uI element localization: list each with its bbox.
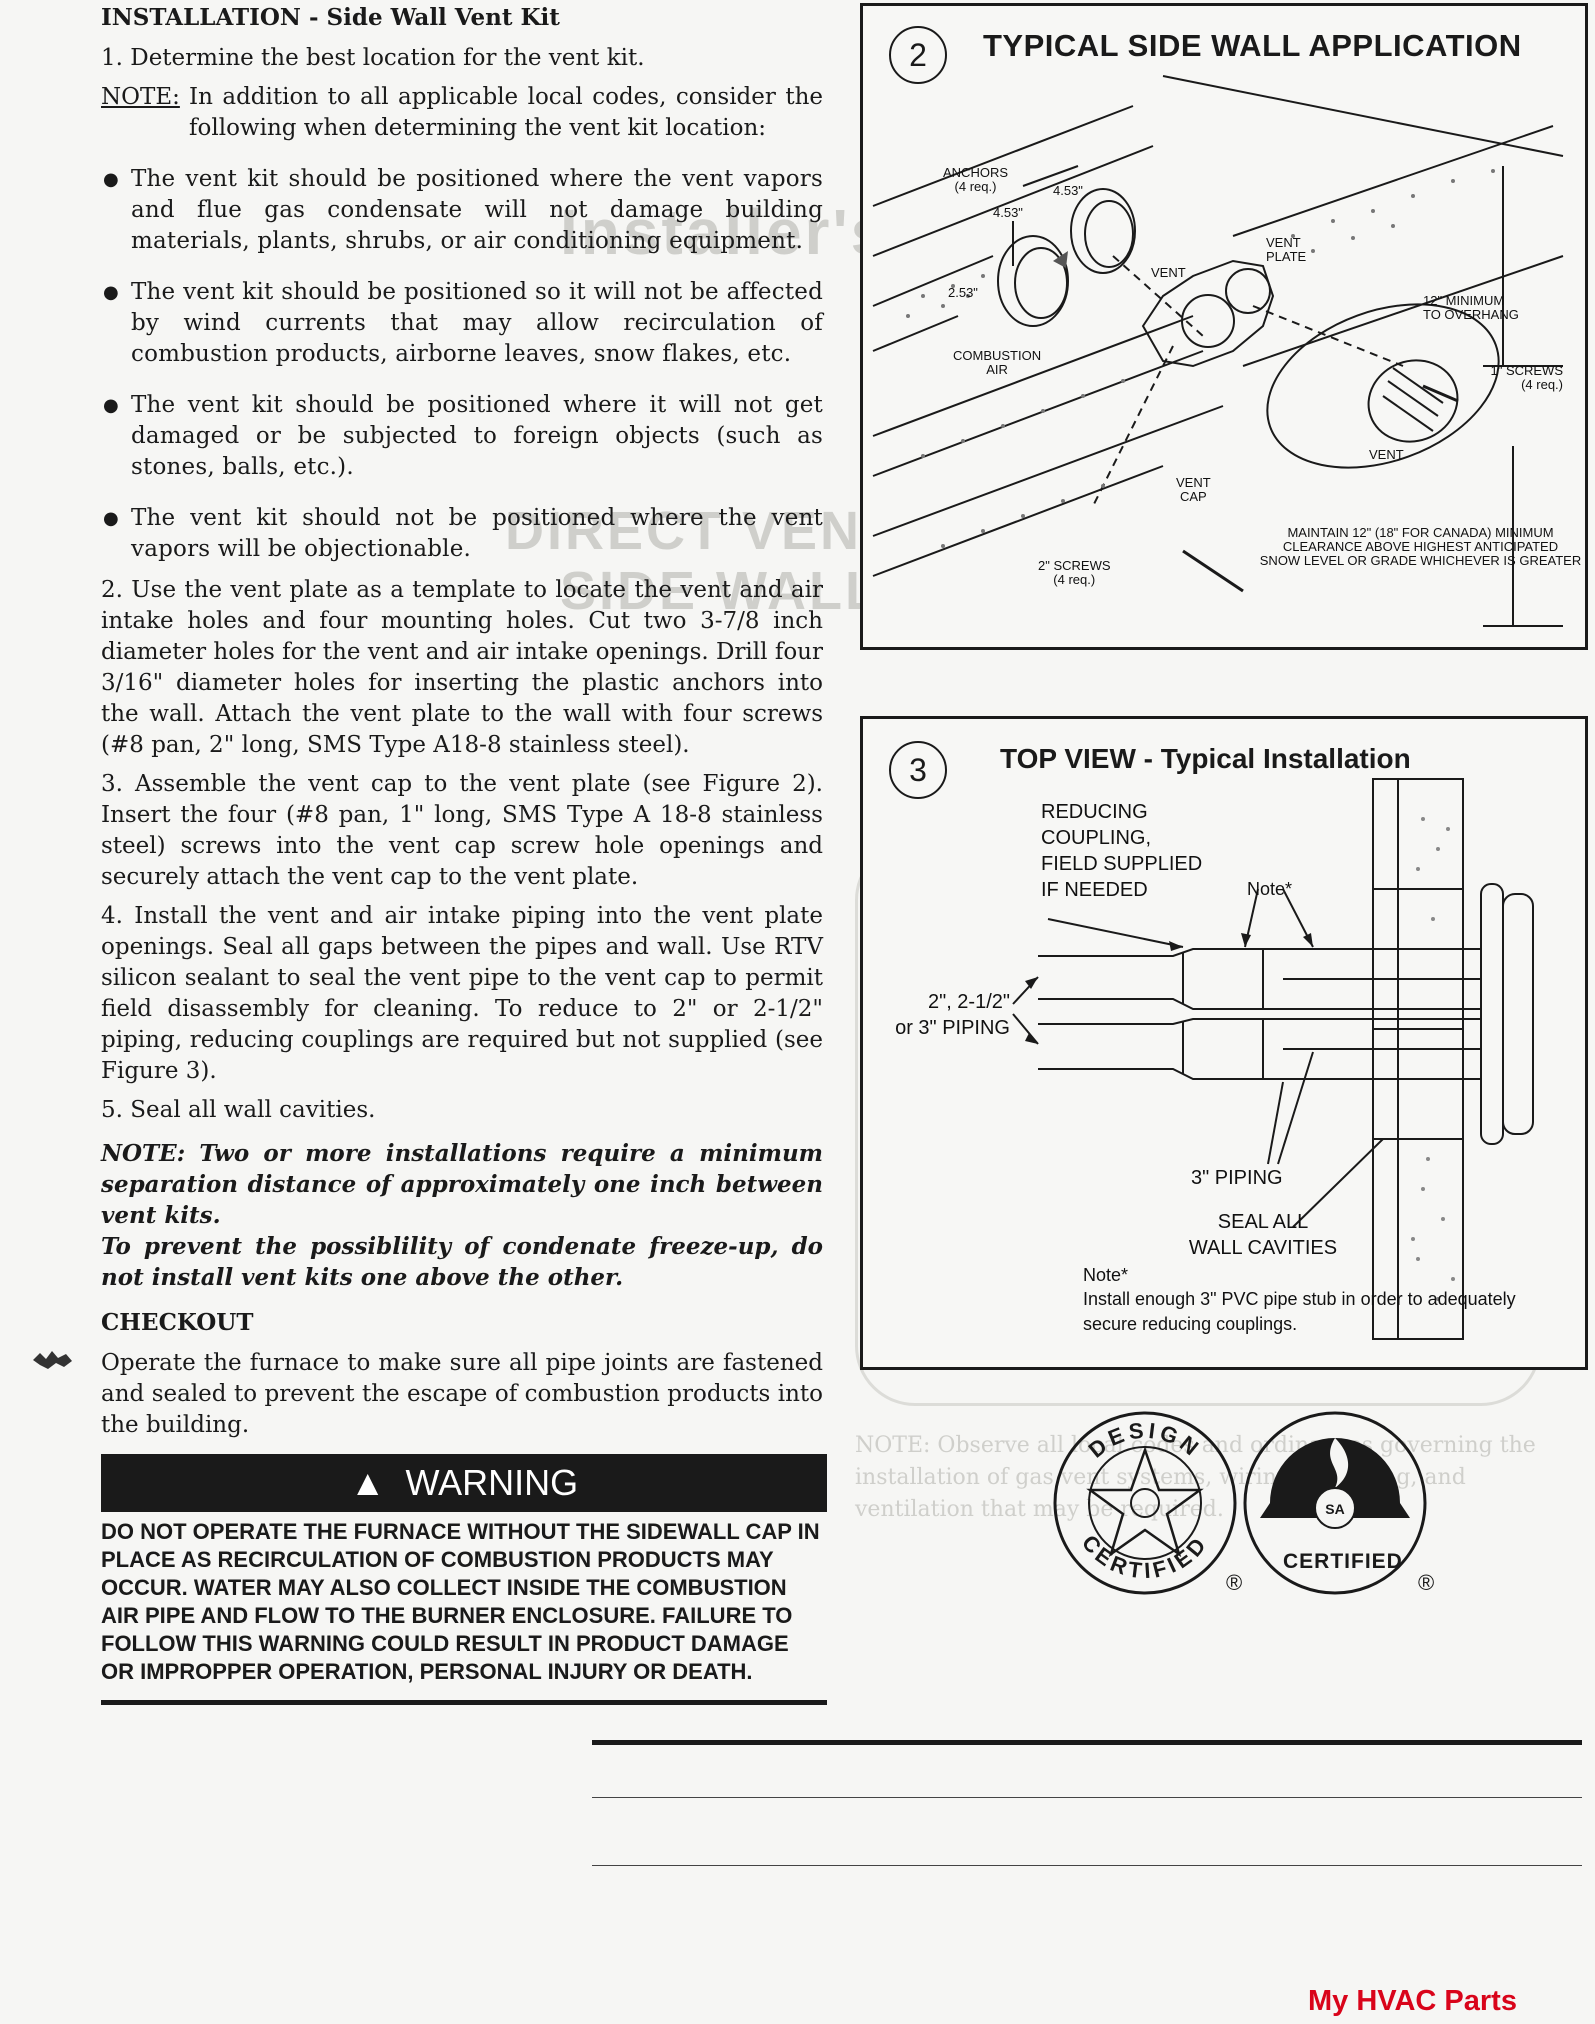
checkout-heading: CHECKOUT <box>101 1309 254 1336</box>
figure-number: 2 <box>889 26 947 84</box>
svg-text:SA: SA <box>1325 1501 1344 1517</box>
warning-title: WARNING <box>405 1462 579 1503</box>
section-heading: INSTALLATION - Side Wall Vent Kit <box>101 4 560 31</box>
warning-box: ▲ WARNING DO NOT OPERATE THE FURNACE WIT… <box>101 1454 827 1705</box>
horizontal-rule <box>592 1797 1582 1798</box>
horizontal-rule <box>592 1865 1582 1866</box>
horizontal-rule <box>592 1740 1582 1745</box>
footnote-text: Install enough 3" PVC pipe stub in order… <box>1083 1289 1516 1334</box>
note-block: NOTE: In addition to all applicable loca… <box>101 82 823 144</box>
step-2: 2. Use the vent plate as a template to l… <box>101 577 823 758</box>
vent-label: VENT <box>1151 265 1186 280</box>
bullet-item: The vent kit should be positioned where … <box>101 390 823 483</box>
bullet-item: The vent kit should be positioned so it … <box>101 277 823 370</box>
bullet-item: The vent kit should be positioned where … <box>101 164 823 257</box>
dimension-label: 4.53" <box>993 205 1023 220</box>
dimension-label: 4.53" <box>1053 183 1083 198</box>
piping-size-label: 2", 2-1/2"or 3" PIPING <box>895 991 1010 1039</box>
anchors-label: ANCHORS(4 req.) <box>943 165 1009 194</box>
separation-note: NOTE: Two or more installations require … <box>101 1140 823 1229</box>
figure-title: TOP VIEW - Typical Installation <box>1000 743 1411 774</box>
smudge-mark <box>33 1351 72 1369</box>
screws-2in-label: 2" SCREWS(4 req.) <box>1038 558 1111 587</box>
top-view-diagram <box>1012 778 1534 1340</box>
certified-label: CERTIFIED <box>1283 1550 1403 1573</box>
figure-number: 3 <box>889 741 947 799</box>
figure-title: TYPICAL SIDE WALL APPLICATION <box>983 28 1522 63</box>
design-certified-logo: DESIGN CERTIFIED <box>1053 1411 1237 1595</box>
svg-text:CERTIFIED: CERTIFIED <box>1077 1530 1213 1583</box>
warning-text: DO NOT OPERATE THE FURNACE WITHOUT THE S… <box>101 1519 820 1684</box>
figure-2-box: 2 TYPICAL SIDE WALL APPLICATION <box>860 3 1588 650</box>
three-inch-piping-label: 3" PIPING <box>1191 1167 1283 1189</box>
step-4: 4. Install the vent and air intake pipin… <box>101 903 823 1084</box>
brand-watermark: My HVAC Parts <box>1308 1985 1517 2017</box>
warning-triangle-icon: ▲ <box>349 1462 386 1503</box>
dimension-label: 2.53" <box>948 285 978 300</box>
step-3: 3. Assemble the vent cap to the vent pla… <box>101 771 823 890</box>
warning-header: ▲ WARNING <box>101 1454 827 1512</box>
registered-mark: ® <box>1418 1570 1435 1595</box>
step-5: 5. Seal all wall cavities. <box>101 1097 376 1123</box>
warning-rule <box>101 1700 827 1705</box>
footnote-marker: Note* <box>1083 1265 1129 1285</box>
note-text: In addition to all applicable local code… <box>189 84 823 141</box>
screws-1in-label: 1" SCREWS(4 req.) <box>1490 363 1563 392</box>
step-1: 1. Determine the best location for the v… <box>101 45 645 71</box>
freeze-note: To prevent the possiblility of condenate… <box>101 1233 823 1291</box>
note-star-label: Note* <box>1247 879 1293 899</box>
checkout-text: Operate the furnace to make sure all pip… <box>101 1350 823 1438</box>
note-label: NOTE: <box>101 84 180 110</box>
side-wall-diagram <box>872 75 1564 627</box>
vent-outlet-label: VENT <box>1369 447 1404 462</box>
figure-3-box: 3 TOP VIEW - Typical Installation <box>860 716 1588 1370</box>
location-bullets: The vent kit should be positioned where … <box>101 164 823 565</box>
instructions-column: INSTALLATION - Side Wall Vent Kit 1. Det… <box>101 0 823 1449</box>
csa-certified-logo: SA <box>1243 1411 1427 1595</box>
registered-mark: ® <box>1226 1570 1243 1595</box>
bullet-item: The vent kit should not be positioned wh… <box>101 503 823 565</box>
